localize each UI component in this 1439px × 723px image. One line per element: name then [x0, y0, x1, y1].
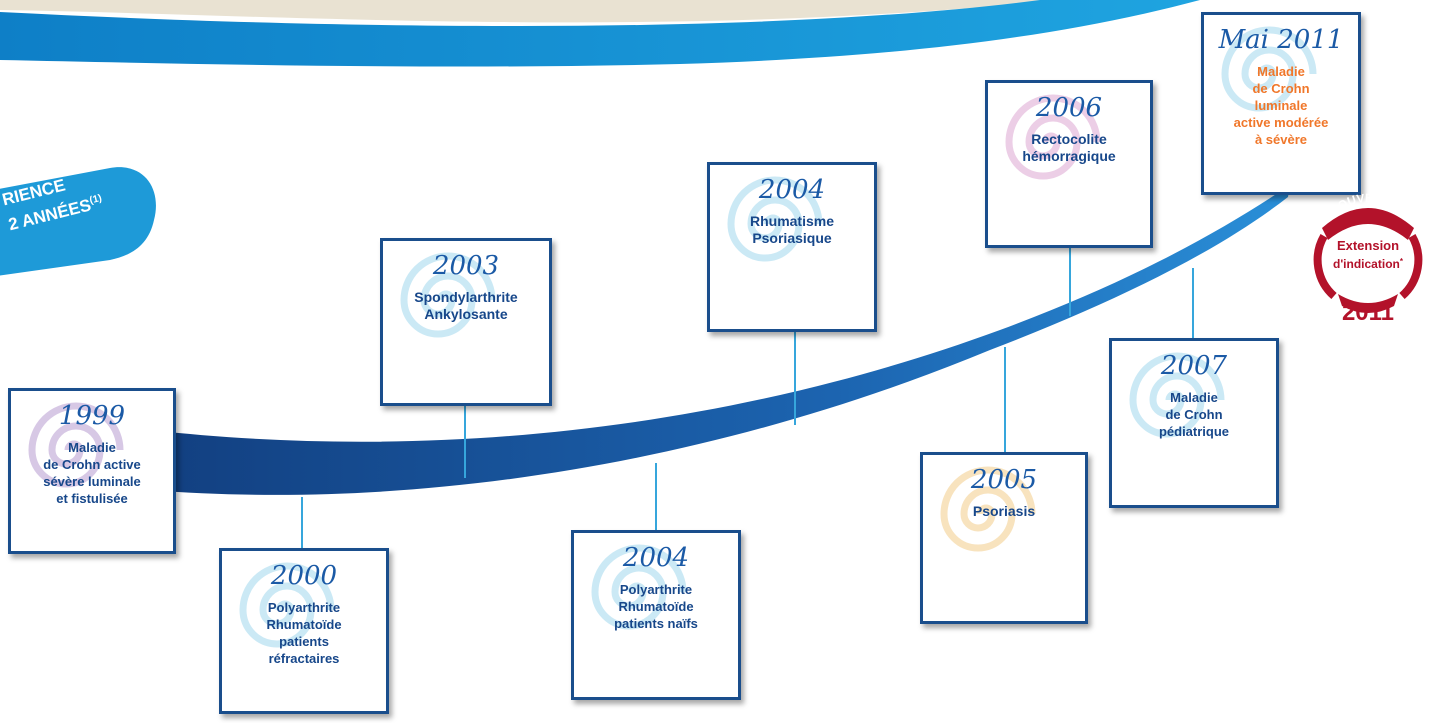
swirl-decoration [591, 544, 687, 630]
timeline-curve [150, 185, 1290, 495]
milestone-label-line: Rhumatoïde [266, 617, 342, 632]
milestone-year: 2005 [970, 465, 1038, 495]
milestone-label-line: de Crohn [1252, 81, 1310, 96]
milestone-label-line: de Crohn active [43, 457, 141, 472]
experience-footnote: (1) [88, 192, 103, 207]
swirl-decoration [1221, 26, 1317, 112]
milestone-label-line: réfractaires [268, 651, 340, 666]
milestone-label-line: sévère luminale [43, 474, 141, 489]
milestone-label-line: pédiatrique [1158, 424, 1230, 439]
swirl-decoration [940, 466, 1036, 552]
swirl-decoration [1005, 94, 1101, 180]
milestone-label-line: Psoriasis [972, 503, 1036, 519]
milestone-label-line: de Crohn [1165, 407, 1223, 422]
milestone-label-line: à sévère [1254, 132, 1308, 147]
badge-line2: d'indication* [1333, 257, 1404, 271]
badge-year: 2011 [1342, 299, 1394, 324]
milestone-year: 2003 [432, 251, 500, 281]
milestone-label-line: Rectocolite [1031, 131, 1107, 147]
swirl-decoration [400, 252, 496, 338]
milestone-label-line: Polyarthrite [619, 582, 693, 597]
milestone-year: Mai 2011 [1218, 25, 1344, 55]
milestone-year: 2004 [622, 543, 690, 573]
badge-line1: Extension [1337, 238, 1399, 253]
swirl-decoration [1129, 352, 1225, 438]
swirl-decoration [727, 176, 823, 262]
milestone-label-line: luminale [1254, 98, 1308, 113]
experience-pill [0, 167, 156, 276]
milestone-label-line: Psoriasique [752, 230, 832, 246]
milestone-year: 2000 [270, 561, 338, 591]
milestone-label-line: patients naïfs [614, 616, 698, 631]
milestone-year: 1999 [58, 401, 126, 431]
top-blue-band [0, 0, 1200, 67]
milestone-year: 2007 [1160, 351, 1228, 381]
milestone-year: 2004 [758, 175, 826, 205]
nouveaute-badge: NOUVEAUTÉ Extension d'indication* 2011 [1313, 192, 1423, 324]
milestone-label-line: Polyarthrite [267, 600, 341, 615]
milestone-label-line: Maladie [1170, 390, 1218, 405]
milestone-label-line: Spondylarthrite [414, 289, 518, 305]
milestone-label-line: Maladie [1257, 64, 1305, 79]
milestone-label-line: Rhumatoïde [618, 599, 694, 614]
milestone-label-line: et fistulisée [56, 491, 128, 506]
milestone-label-line: hémorragique [1022, 148, 1116, 164]
milestone-label-line: Ankylosante [424, 306, 508, 322]
swirl-decoration [28, 402, 124, 488]
milestone-label-line: Rhumatisme [749, 213, 835, 229]
milestone-year: 2006 [1035, 93, 1103, 123]
milestone-label-line: patients [279, 634, 329, 649]
milestone-label-line: Maladie [68, 440, 116, 455]
swirl-decoration [239, 562, 335, 648]
milestone-label-line: active modérée [1233, 115, 1329, 130]
sand-strip [0, 0, 1060, 23]
